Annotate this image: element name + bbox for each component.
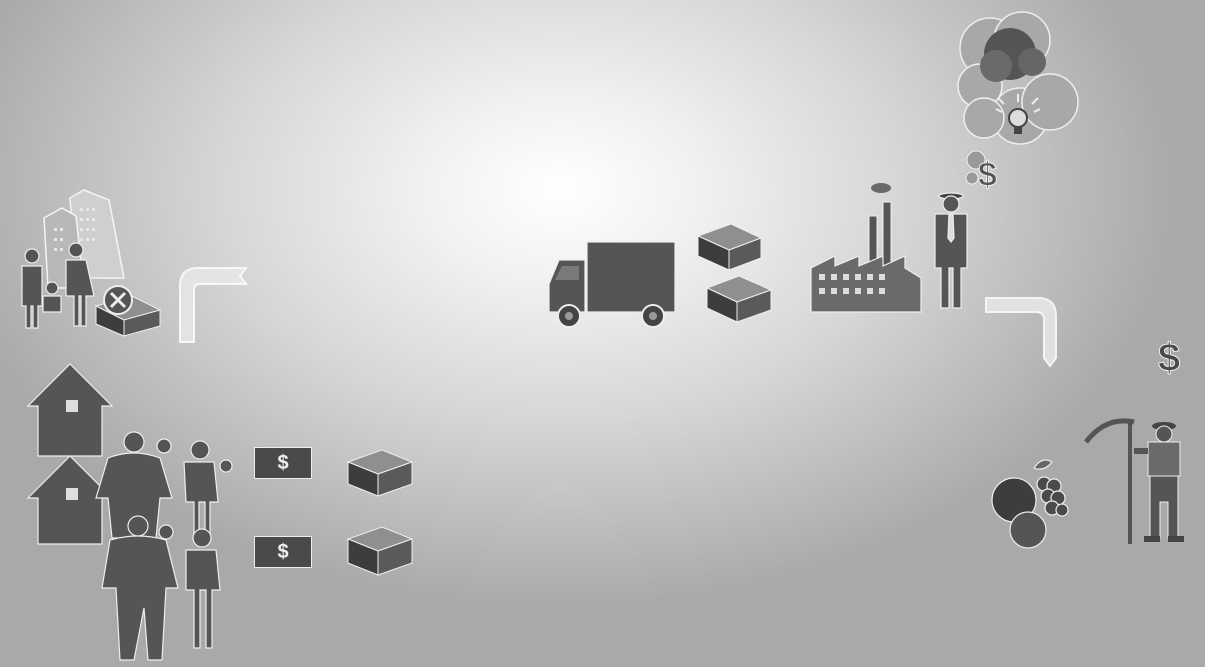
stacked-boxes-icon (695, 222, 775, 326)
farmer-produce-group (988, 412, 1203, 552)
idea-cloud-icon (940, 6, 1090, 156)
factory-icon (811, 183, 921, 312)
cancelled-box-icon (96, 286, 160, 336)
curved-arrow-left (168, 258, 253, 348)
factory-businessman-group (805, 182, 985, 317)
package-box-icon (346, 448, 416, 498)
businessman-icon (935, 193, 967, 308)
money-bill-icon: $ (254, 536, 312, 568)
fruit-icon (992, 460, 1068, 548)
box-top (698, 224, 761, 270)
farmer-icon (1086, 421, 1184, 544)
family-large-icon (102, 516, 220, 660)
city-family-group (14, 178, 164, 338)
curved-arrow-right (980, 292, 1070, 372)
box-bottom (707, 276, 771, 322)
family-large-icon (96, 432, 232, 538)
small-dollar-sign: $ (978, 156, 997, 195)
money-bill-label: $ (277, 541, 288, 564)
money-bill-icon: $ (254, 447, 312, 479)
money-bill-label: $ (277, 452, 288, 475)
dollar-sign-right: $ (1158, 336, 1180, 381)
families-group (90, 428, 240, 663)
delivery-truck-icon (545, 238, 680, 333)
package-box-icon (346, 525, 416, 577)
